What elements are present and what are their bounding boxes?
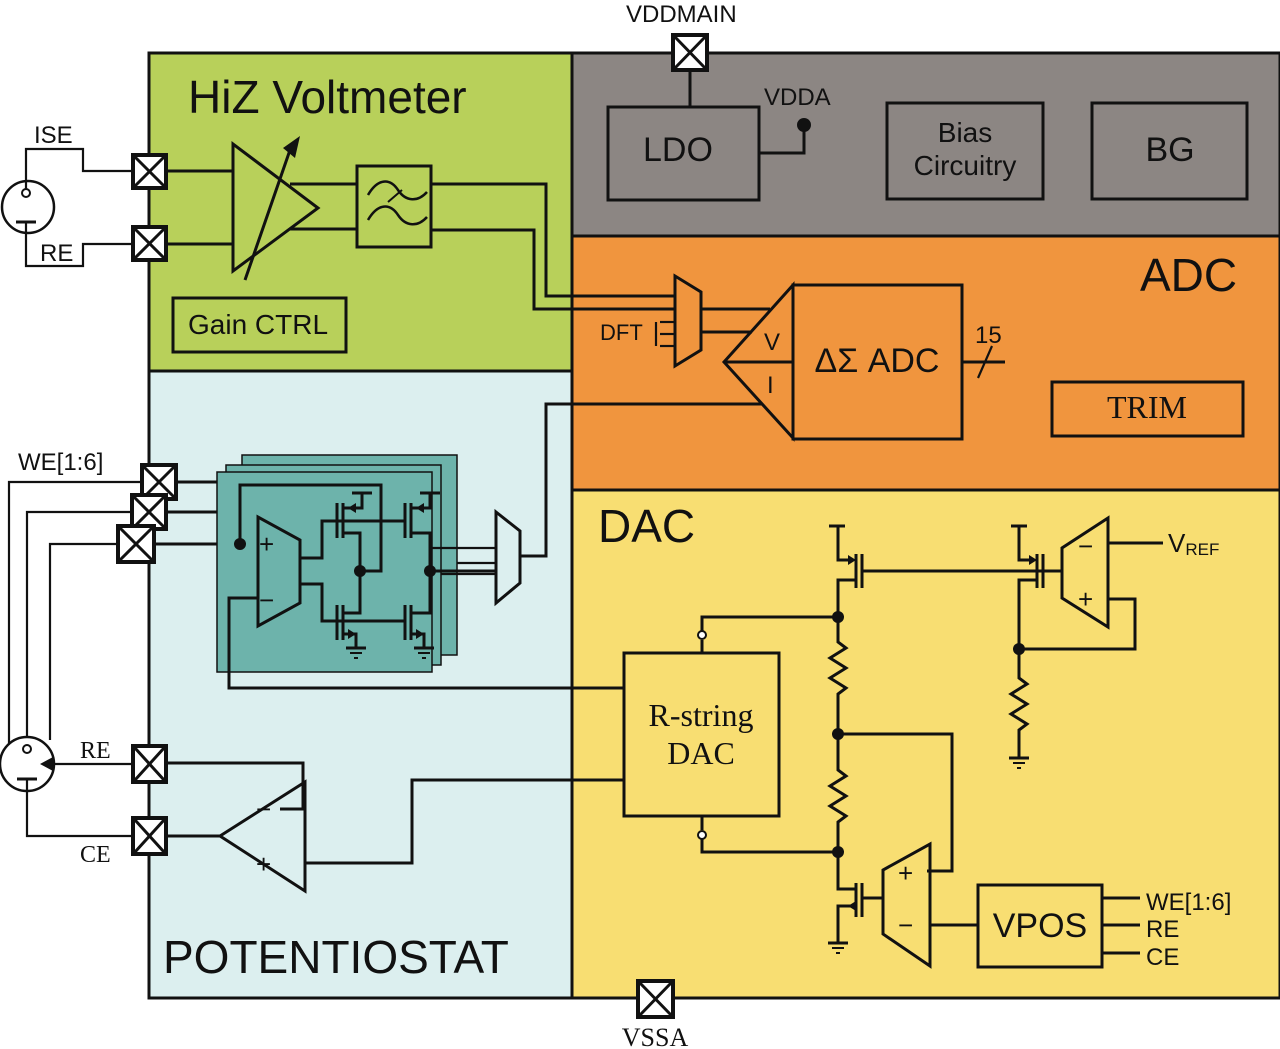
we-label: WE[1:6]: [18, 449, 103, 476]
vpos-box: VPOS: [976, 883, 1104, 969]
dac-title: DAC: [598, 500, 695, 552]
ise-pad-icon: [131, 153, 168, 190]
variable-gain-amplifier-icon: [231, 136, 321, 281]
vref-label: VREF: [1168, 528, 1219, 559]
adc-title: ADC: [1140, 249, 1237, 301]
adc-input-v-label: V: [764, 329, 780, 356]
r-string-label-line1: R-string: [649, 697, 754, 733]
pmos-transistor-icon: [403, 491, 440, 571]
ldo-box: LDO: [606, 105, 761, 202]
dac-output-opamp-icon: [881, 841, 932, 969]
adc-input-mux-icon: [673, 273, 703, 369]
re-top-label: RE: [40, 240, 73, 267]
re-bottom-pad-icon: [131, 744, 168, 784]
adc-block: [570, 234, 1280, 492]
control-amp-plus: +: [256, 849, 271, 879]
bias-label-line1: Bias: [938, 117, 992, 148]
pmos-transistor-icon: [335, 491, 405, 571]
vref-main: V: [1168, 528, 1186, 558]
dac-block: [570, 488, 1280, 1000]
channel-opamp-plus: +: [259, 529, 274, 559]
ise-label: ISE: [34, 122, 73, 149]
trim-label: TRIM: [1107, 389, 1187, 425]
resistor-icon: [827, 734, 849, 852]
delta-sigma-adc-label: ΔΣ ADC: [815, 342, 940, 380]
vpos-out-we-label: WE[1:6]: [1146, 889, 1231, 916]
bg-label: BG: [1145, 131, 1194, 169]
ise-electrode-icon: [0, 179, 56, 235]
dac-opamp-plus: +: [898, 858, 913, 888]
vpos-out-re-label: RE: [1146, 916, 1179, 943]
resistor-icon: [827, 617, 849, 734]
vssa-label: VSSA: [622, 1023, 689, 1049]
vdda-label: VDDA: [764, 84, 831, 111]
resistor-icon: [1008, 649, 1030, 769]
dac-opamp-minus: −: [898, 910, 913, 940]
adc-input-i-label: I: [767, 372, 774, 399]
channel-opamp-minus: −: [259, 585, 274, 615]
pmos-reference-transistor-icon: [1011, 524, 1045, 649]
r-string-label-line2: DAC: [667, 735, 735, 771]
trim-box: TRIM: [1050, 380, 1245, 438]
channel-opamp-icon: [256, 514, 302, 629]
vddmain-pad-icon: [671, 33, 709, 72]
nmos-driver-transistor-icon: [828, 852, 864, 954]
vpos-label: VPOS: [993, 907, 1087, 945]
re-pad-icon: [131, 225, 168, 262]
potentiostat-channel-stack: [216, 454, 458, 673]
control-amp-minus: −: [256, 794, 271, 824]
dft-label: DFT: [600, 320, 643, 345]
bandgap-box: BG: [1090, 101, 1249, 201]
we-pad-icon-2: [130, 493, 168, 531]
nmos-transistor-icon: [335, 571, 405, 659]
pmos-mirror-transistor-icon: [829, 524, 864, 617]
gain-ctrl-label: Gain CTRL: [188, 309, 328, 340]
ref-opamp-minus: −: [1078, 531, 1093, 561]
vref-sub: REF: [1185, 540, 1219, 559]
ce-label: CE: [80, 842, 111, 868]
channel-mux-icon: [494, 508, 522, 607]
hiz-voltmeter-block: [147, 51, 574, 373]
vdda-node-icon: [797, 118, 811, 132]
bias-circuitry-box: Bias Circuitry: [885, 101, 1045, 201]
ref-opamp-plus: +: [1078, 584, 1093, 614]
vddmain-label: VDDMAIN: [626, 1, 737, 28]
gain-ctrl-box: Gain CTRL: [171, 296, 348, 354]
ldo-label: LDO: [643, 131, 713, 169]
junction-dot: [354, 565, 366, 577]
re-bottom-label: RE: [80, 738, 111, 764]
three-electrode-cell-icon: [0, 735, 56, 793]
nmos-transistor-icon: [403, 571, 434, 659]
filter-icon: [355, 164, 433, 249]
potentiostat-title: POTENTIOSTAT: [163, 931, 509, 983]
r-string-dac-box: R-string DAC: [622, 651, 781, 818]
control-amplifier-icon: [217, 779, 307, 894]
reference-opamp-icon: [1060, 515, 1110, 630]
hiz-voltmeter-title: HiZ Voltmeter: [188, 71, 467, 123]
ce-pad-icon: [131, 816, 168, 856]
vpos-out-ce-label: CE: [1146, 944, 1179, 971]
vssa-pad-icon: [636, 979, 675, 1019]
bias-label-line2: Circuitry: [914, 150, 1017, 181]
adc-bits-label: 15: [975, 322, 1002, 349]
we-pad-icon-3: [116, 524, 156, 564]
